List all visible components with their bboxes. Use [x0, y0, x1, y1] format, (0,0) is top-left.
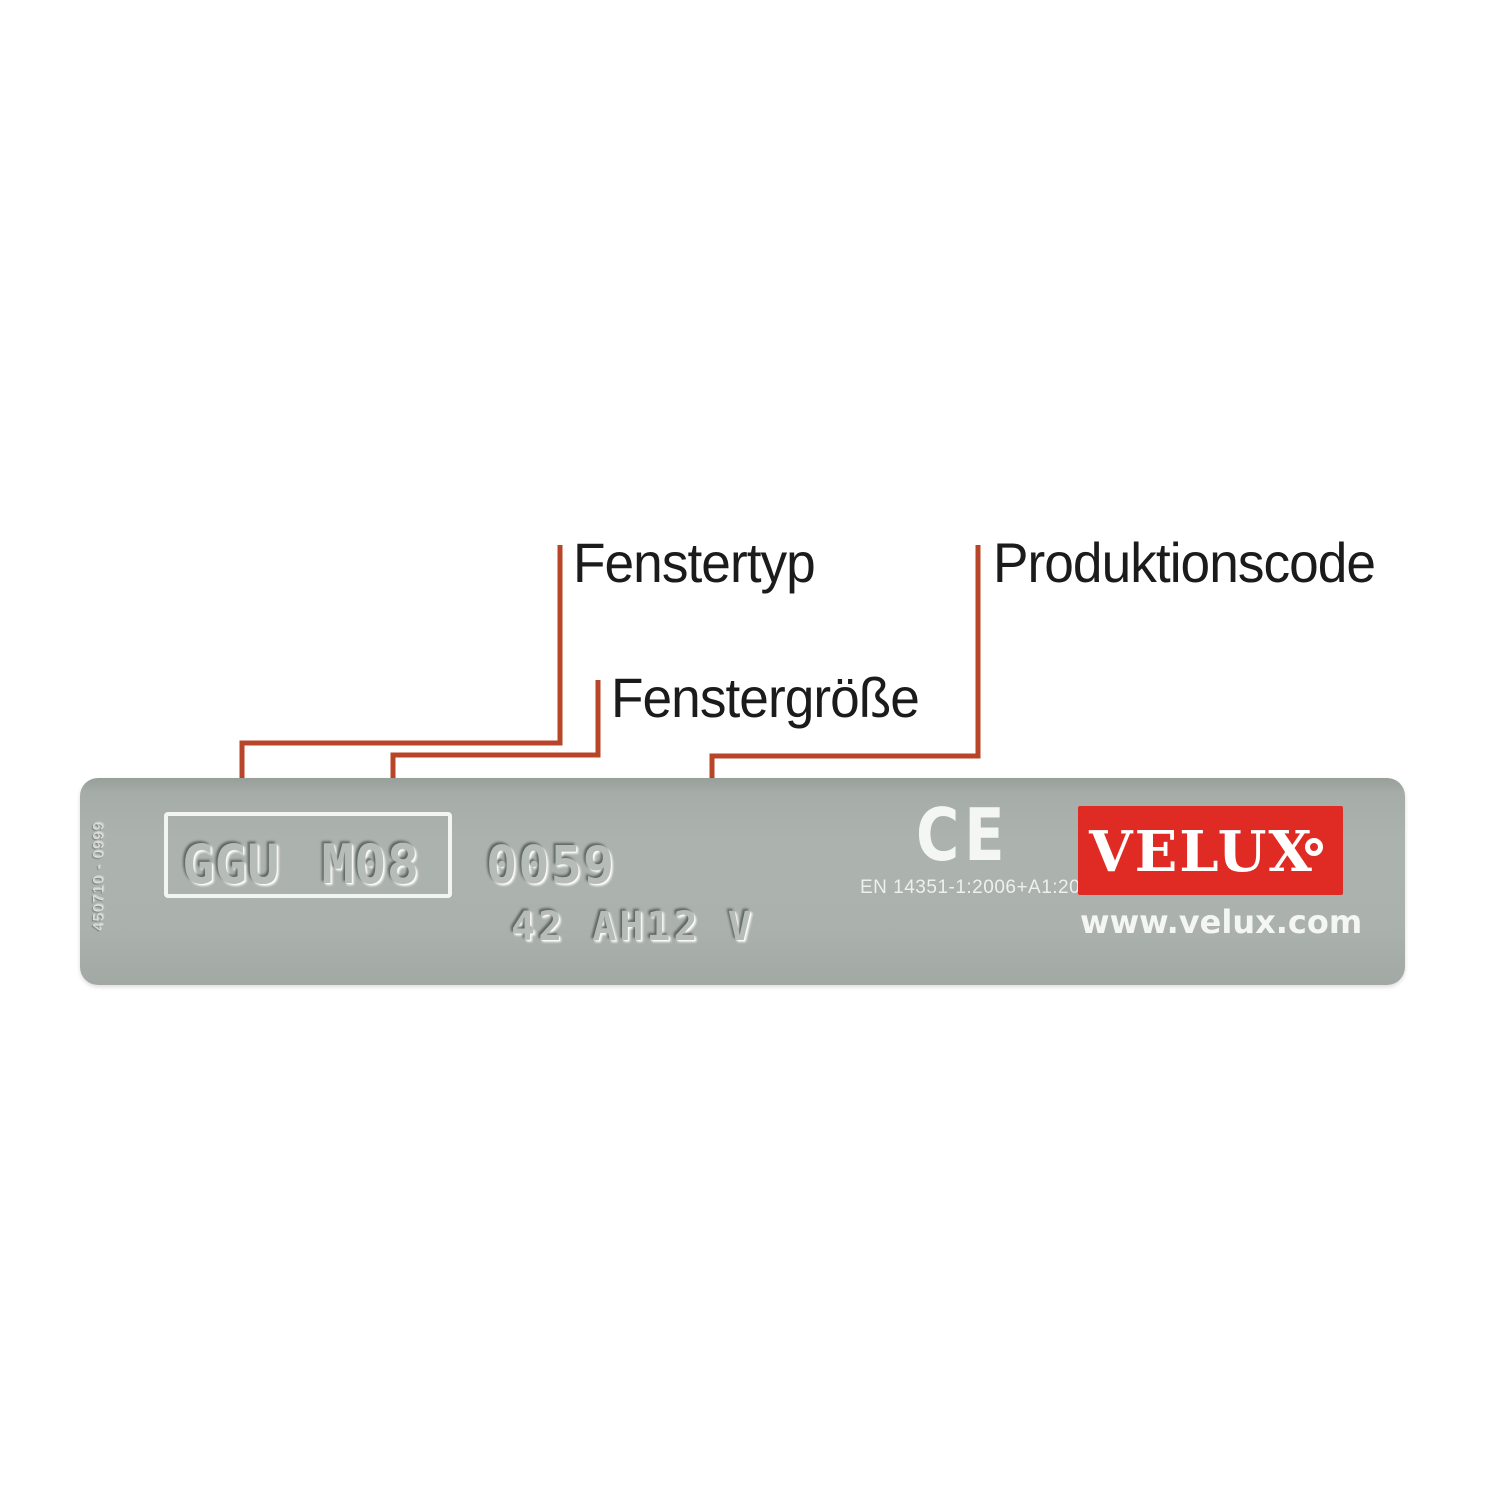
type-size-outline-box: [164, 812, 452, 898]
velux-logo: VELUX: [1078, 806, 1343, 895]
production-code: 42 AH12 V: [511, 904, 755, 950]
annotation-label-window-size: Fenstergröße: [611, 666, 920, 729]
velux-website-text: www.velux.com: [1080, 903, 1363, 941]
type-size-code-row: GGU M08: [182, 838, 419, 892]
registered-trademark-icon: [1305, 838, 1323, 856]
window-type-code: GGU: [182, 833, 280, 896]
annotation-label-window-type: Fenstertyp: [573, 531, 816, 594]
plate-serial-number: 450710 - 0999: [90, 821, 107, 931]
window-size-code: M08: [321, 833, 420, 896]
variant-code: 0059: [486, 836, 616, 896]
registered-trademark-dot: [1310, 843, 1318, 851]
velux-brand-text: VELUX: [1089, 818, 1314, 885]
ce-mark: CE: [916, 793, 1010, 877]
annotation-label-production-code: Produktionscode: [993, 531, 1376, 594]
standard-reference-text: EN 14351-1:2006+A1:2010: [860, 877, 1103, 898]
